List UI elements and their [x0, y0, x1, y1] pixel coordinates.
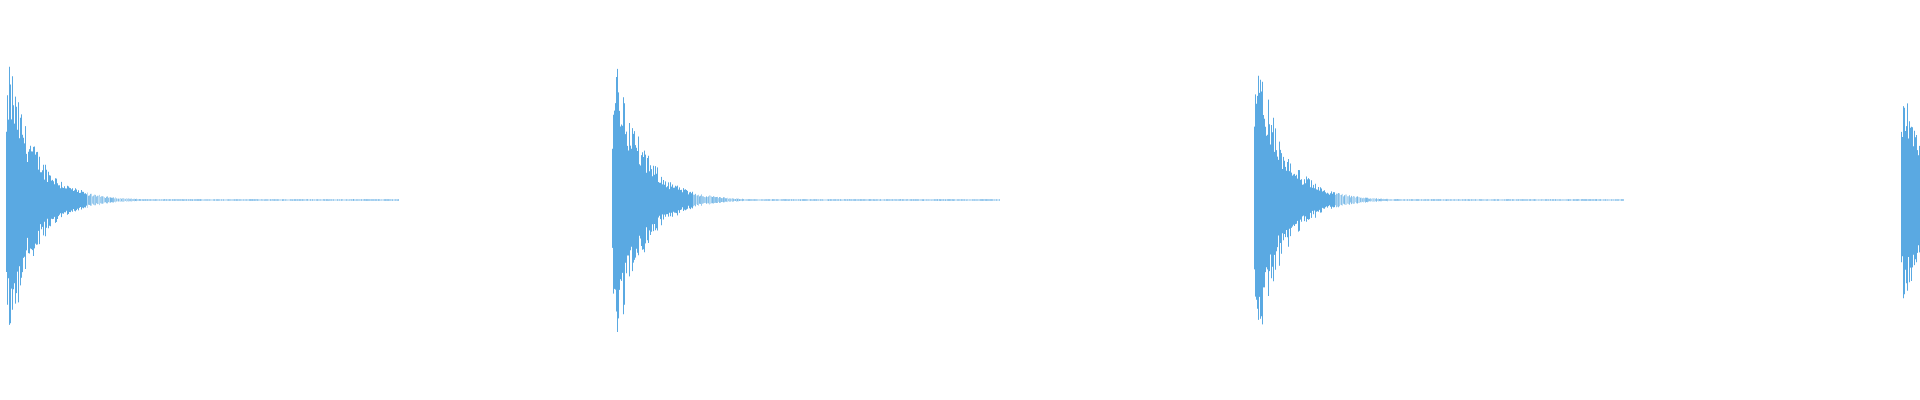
- waveform-bars: [6, 66, 1920, 332]
